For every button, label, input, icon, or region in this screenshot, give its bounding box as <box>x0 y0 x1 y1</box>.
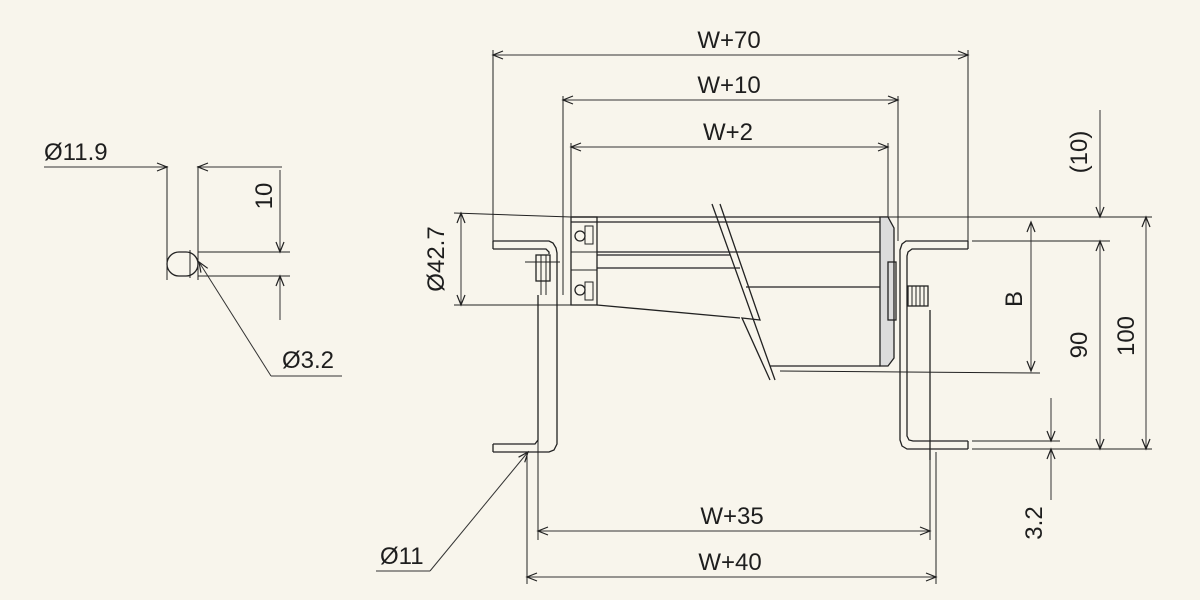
dim-label-w10: W+10 <box>697 72 760 99</box>
dim-label-w70: W+70 <box>697 27 760 54</box>
dim-label-hundred: 100 <box>1113 316 1140 356</box>
dim-label-hole-diameter: Ø3.2 <box>282 347 334 374</box>
roller <box>525 203 929 381</box>
dim-label-shaft-diameter: Ø11.9 <box>44 139 108 166</box>
dim-label-w35: W+35 <box>700 503 763 530</box>
dim-label-three-two: 3.2 <box>1021 506 1048 539</box>
dim-label-b: B <box>1001 291 1028 307</box>
frame-assembly <box>492 240 969 460</box>
dim-label-frame-hole: Ø11 <box>380 543 424 570</box>
dim-label-ninety: 90 <box>1066 332 1093 359</box>
dim-label-w2: W+2 <box>703 119 753 146</box>
shaft-end-detail <box>44 162 342 377</box>
right-dimensions <box>779 110 1152 500</box>
dim-label-roller-diameter: Ø42.7 <box>423 226 450 291</box>
dim-label-ten-paren: (10) <box>1066 131 1093 174</box>
dim-label-w40: W+40 <box>698 549 761 576</box>
diameter-dimension <box>453 211 572 307</box>
bottom-dimensions <box>376 440 938 584</box>
dim-label-ten: 10 <box>251 183 278 210</box>
